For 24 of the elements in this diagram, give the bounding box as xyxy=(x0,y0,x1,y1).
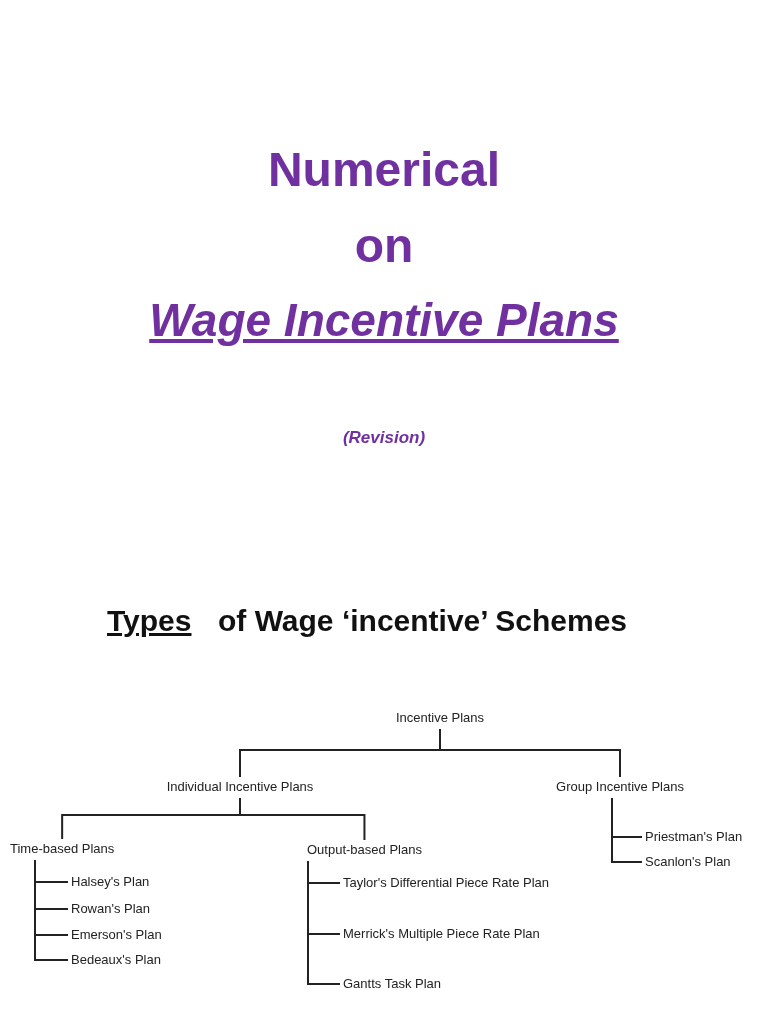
node-label: Incentive Plans xyxy=(395,710,485,726)
node-label: Time-based Plans xyxy=(10,841,115,857)
title-text: Numerical xyxy=(267,142,501,198)
node-label: Output-based Plans xyxy=(307,842,422,858)
connector-line xyxy=(307,860,341,985)
node-label: Group Incentive Plans xyxy=(556,779,684,795)
subtitle-text: (Revision) xyxy=(342,428,426,448)
title-text: Wage Incentive Plans xyxy=(149,294,619,347)
node-label: Emerson's Plan xyxy=(71,927,162,943)
node-label: Individual Incentive Plans xyxy=(166,779,314,795)
node-label: Halsey's Plan xyxy=(71,874,150,890)
connector-line xyxy=(439,728,621,778)
node-label: Rowan's Plan xyxy=(71,901,151,917)
node-label: Gantts Task Plan xyxy=(343,976,442,992)
node-label: Bedeaux's Plan xyxy=(71,952,161,968)
node-label: Priestman's Plan xyxy=(645,829,743,845)
node-label: Taylor's Differential Piece Rate Plan xyxy=(343,875,549,891)
connector-line xyxy=(34,859,69,961)
title-text: on xyxy=(354,218,414,274)
heading-text: Types xyxy=(107,604,192,639)
heading-text: of Wage ‘incentive’ Schemes xyxy=(218,604,628,639)
connector-line xyxy=(611,797,643,863)
node-label: Scanlon's Plan xyxy=(645,854,731,870)
node-label: Merrick's Multiple Piece Rate Plan xyxy=(343,926,540,942)
